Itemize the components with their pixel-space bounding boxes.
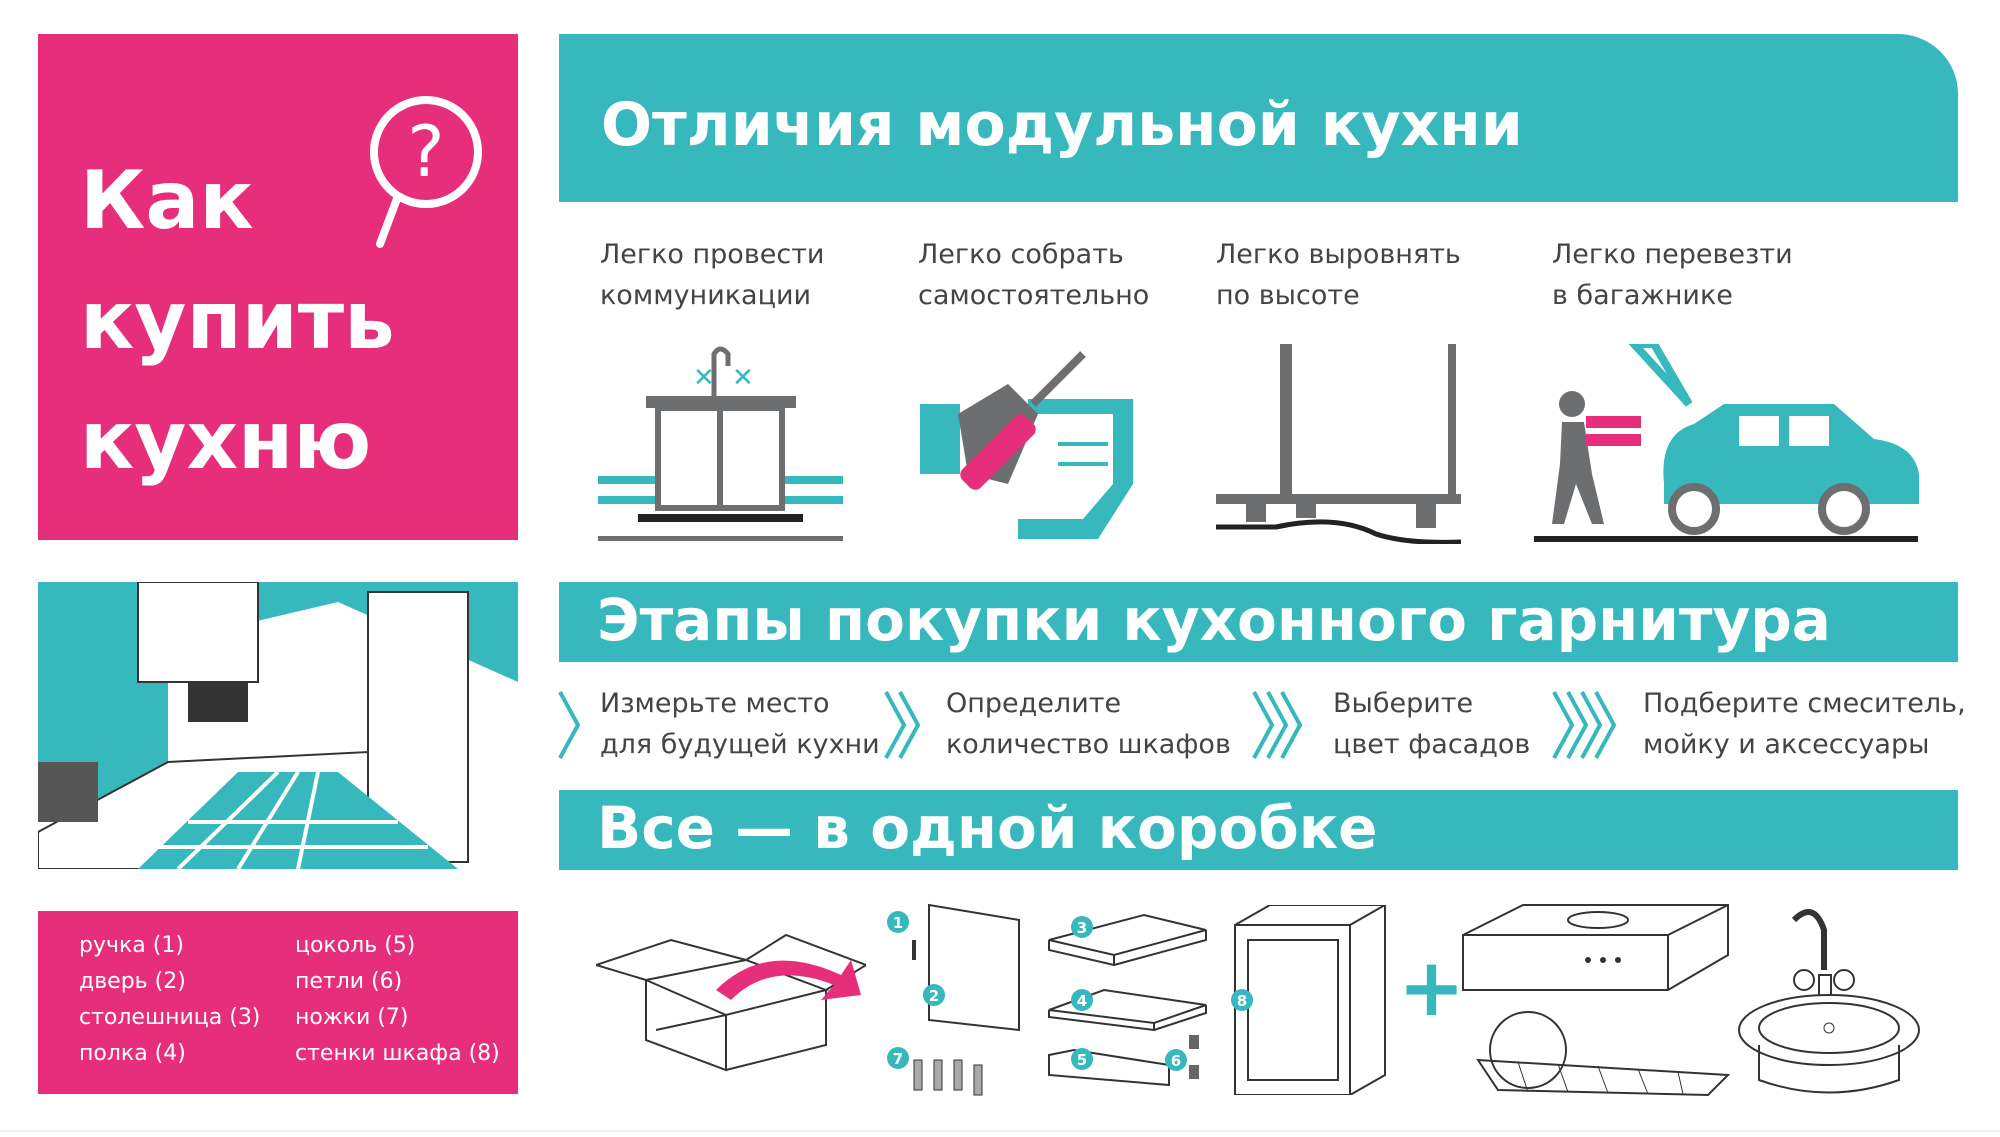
feature-line: Легко провести bbox=[600, 239, 825, 270]
step-line: Подберите смеситель, bbox=[1643, 688, 1966, 719]
part-number-7: 7 bbox=[893, 1050, 903, 1068]
feature-line: по высоте bbox=[1216, 280, 1360, 311]
adjustable-legs-icon bbox=[1216, 344, 1461, 544]
chevron-1-icon bbox=[558, 691, 581, 759]
step-2-text: Определите количество шкафов bbox=[946, 683, 1231, 765]
step-line: цвет фасадов bbox=[1333, 729, 1531, 760]
plus-sign: + bbox=[1398, 941, 1466, 1034]
kitchen-illustration bbox=[38, 582, 518, 869]
step-line: количество шкафов bbox=[946, 729, 1231, 760]
box-band: Все — в одной коробке bbox=[559, 790, 1958, 870]
header-band: Отличия модульной кухни bbox=[559, 34, 1958, 202]
chevron-2-icon bbox=[884, 691, 921, 759]
legend-item: стенки шкафа (8) bbox=[295, 1041, 500, 1066]
legend-item: петли (6) bbox=[295, 969, 403, 994]
hood-and-dish-rack-icon bbox=[1462, 904, 1731, 1097]
legend-item: ножки (7) bbox=[295, 1005, 409, 1030]
step-4-text: Подберите смеситель, мойку и аксессуары bbox=[1643, 683, 1966, 765]
part-number-4: 4 bbox=[1077, 992, 1087, 1010]
step-3-text: Выберите цвет фасадов bbox=[1333, 683, 1530, 765]
feature-line: Легко выровнять bbox=[1216, 239, 1461, 270]
title-line-3: кухню bbox=[80, 394, 372, 487]
step-line: мойку и аксессуары bbox=[1643, 729, 1930, 760]
feature-line: самостоятельно bbox=[918, 280, 1150, 311]
part-number-6: 6 bbox=[1171, 1052, 1181, 1070]
step-line: Определите bbox=[946, 688, 1122, 719]
svg-text:✕: ✕ bbox=[693, 363, 715, 393]
sink-pipes-icon: ✕ ✕ bbox=[598, 346, 843, 541]
faucet-and-sink-icon bbox=[1738, 909, 1920, 1094]
cabinet-frame-icon: 8 bbox=[1231, 905, 1386, 1095]
title-line-2: купить bbox=[80, 274, 395, 367]
legend-item: столешница (3) bbox=[79, 1005, 261, 1030]
legend-item: цоколь (5) bbox=[295, 933, 416, 958]
question-bubble-icon: ? bbox=[370, 96, 482, 248]
shelves-parts-icon: 3 4 5 6 bbox=[1048, 913, 1207, 1087]
legend-item: ручка (1) bbox=[79, 933, 184, 958]
step-line: Выберите bbox=[1333, 688, 1474, 719]
stages-band: Этапы покупки кухонного гарнитура bbox=[559, 582, 1958, 662]
car-trunk-icon bbox=[1534, 344, 1919, 542]
feature-line: в багажнике bbox=[1552, 280, 1733, 311]
part-number-8: 8 bbox=[1237, 992, 1247, 1010]
title-panel: Как купить кухню ? bbox=[38, 34, 518, 540]
legend-item: дверь (2) bbox=[79, 969, 186, 994]
feature-2-text: Легко собрать самостоятельно bbox=[918, 234, 1149, 316]
step-line: для будущей кухни bbox=[600, 729, 880, 760]
part-number-2: 2 bbox=[929, 987, 939, 1005]
svg-text:?: ? bbox=[407, 111, 444, 193]
part-number-3: 3 bbox=[1077, 919, 1087, 937]
part-number-5: 5 bbox=[1077, 1051, 1087, 1069]
feature-1-text: Легко провести коммуникации bbox=[600, 234, 824, 316]
door-handle-parts-icon: 1 2 7 bbox=[887, 903, 1020, 1096]
feature-line: Легко перевезти bbox=[1552, 239, 1793, 270]
bottom-divider bbox=[0, 1130, 2000, 1132]
chevron-4-icon bbox=[1552, 691, 1617, 759]
stages-title: Этапы покупки кухонного гарнитура bbox=[597, 586, 1831, 654]
part-number-1: 1 bbox=[893, 914, 903, 932]
open-box-icon bbox=[596, 933, 866, 1072]
legend-item: полка (4) bbox=[79, 1041, 186, 1066]
screwdriver-instructions-icon bbox=[920, 351, 1133, 539]
step-line: Измерьте место bbox=[600, 688, 830, 719]
svg-text:✕: ✕ bbox=[732, 363, 754, 393]
chevron-3-icon bbox=[1252, 691, 1303, 759]
step-1-text: Измерьте место для будущей кухни bbox=[600, 683, 880, 765]
feature-line: коммуникации bbox=[600, 280, 812, 311]
parts-legend: ручка (1) дверь (2) столешница (3) полка… bbox=[38, 911, 518, 1094]
feature-4-text: Легко перевезти в багажнике bbox=[1552, 234, 1793, 316]
header-title: Отличия модульной кухни bbox=[601, 90, 1523, 160]
feature-3-text: Легко выровнять по высоте bbox=[1216, 234, 1461, 316]
feature-line: Легко собрать bbox=[918, 239, 1124, 270]
title-line-1: Как bbox=[80, 154, 254, 247]
box-title: Все — в одной коробке bbox=[597, 794, 1378, 862]
